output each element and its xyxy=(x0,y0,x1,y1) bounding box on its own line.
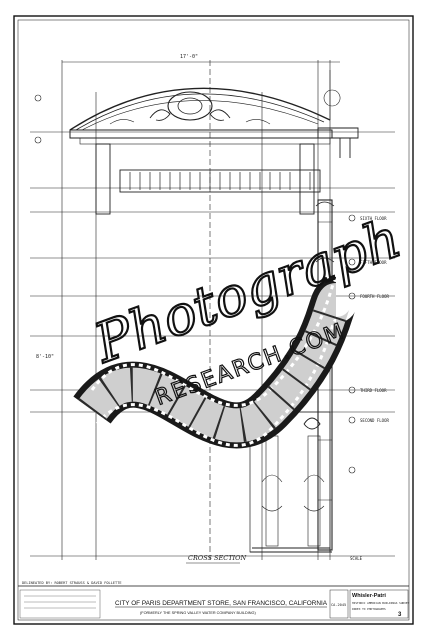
firm-logo: Whisler-Patri xyxy=(352,593,386,599)
sheet-outer-border xyxy=(13,15,414,625)
watermark-script-text: Photograph xyxy=(86,206,409,375)
level-label-fourth: FOURTH FLOOR xyxy=(360,294,389,299)
survey-name: HISTORIC AMERICAN BUILDINGS SURVEY xyxy=(352,601,410,605)
sheet-inner-border xyxy=(17,19,410,621)
section-label: CROSS SECTION xyxy=(188,554,246,562)
film-strip-watermark xyxy=(73,277,356,449)
level-label-second: SECOND FLOOR xyxy=(360,418,389,423)
left-dimension: 8'-10" xyxy=(36,354,54,360)
sheet-number: 3 xyxy=(398,612,402,618)
level-label-sixth: SIXTH FLOOR xyxy=(360,216,387,221)
survey-number: CA-2045 xyxy=(331,603,346,607)
top-dimension: 17'-0" xyxy=(180,54,198,60)
subtitle-line: (FORMERLY THE SPRING VALLEY WATER COMPAN… xyxy=(140,611,256,615)
delineator-note: DELINEATED BY: ROBERT STRAUSS & DAVID FO… xyxy=(22,581,122,585)
drawing-annotations: 17'-0" 8'-10" SIXTH FLOOR FIFTH FLOOR FO… xyxy=(36,54,389,564)
level-label-third: THIRD FLOOR xyxy=(360,388,387,393)
title-line: CITY OF PARIS DEPARTMENT STORE, SAN FRAN… xyxy=(115,600,328,607)
title-block: DELINEATED BY: ROBERT STRAUSS & DAVID FO… xyxy=(18,581,410,619)
survey-sub: INDEX TO PHOTOGRAPHS xyxy=(352,607,386,611)
level-label-fifth: FIFTH FLOOR xyxy=(360,260,387,265)
scale-label: SCALE xyxy=(350,556,363,561)
